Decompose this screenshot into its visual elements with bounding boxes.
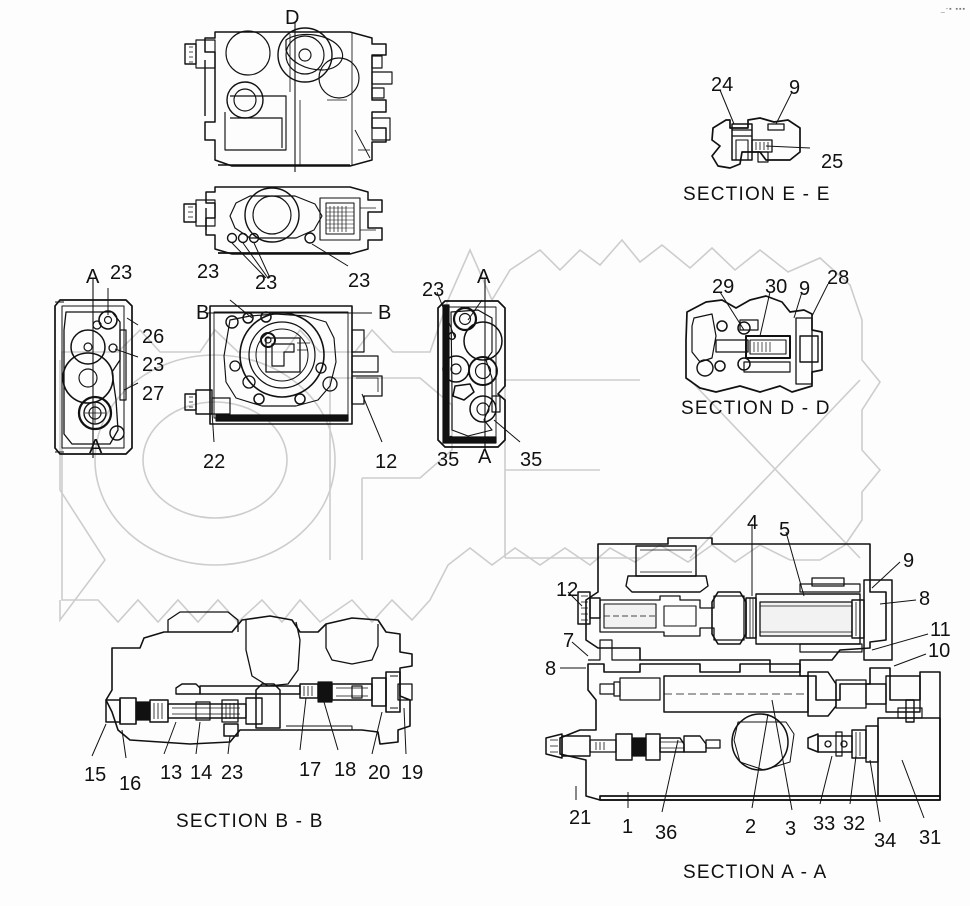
callout-23-10: 23 <box>142 354 165 376</box>
section-title-sec-ee: SECTION E - E <box>683 184 831 205</box>
callout-15-44: 15 <box>84 764 107 786</box>
callout-35-21: 35 <box>520 449 543 471</box>
section-title-sec-bb: SECTION B - B <box>176 811 324 832</box>
callout-29-22: 29 <box>712 276 735 298</box>
callout-A-12: A <box>89 436 103 458</box>
view-section-bb <box>91 611 413 759</box>
callout-10-33: 10 <box>928 640 951 662</box>
callout-A-7: A <box>86 266 100 288</box>
view-section-ee <box>711 89 811 169</box>
callout-13-46: 13 <box>160 762 183 784</box>
callout-A-20: A <box>478 446 492 468</box>
corner-mark: _-▪ ▪▪▪ <box>940 6 966 13</box>
callout-23-8: 23 <box>110 262 133 284</box>
callout-24-1: 24 <box>711 74 734 96</box>
callout-22-15: 22 <box>203 451 226 473</box>
callout-16-45: 16 <box>119 773 142 795</box>
view-left-end <box>54 278 139 458</box>
callout-12-16: 12 <box>375 451 398 473</box>
view-front-plan <box>183 186 383 279</box>
callout-27-11: 27 <box>142 383 165 405</box>
callout-23-17: 23 <box>422 279 445 301</box>
callout-9-24: 9 <box>799 278 811 300</box>
callout-23-48: 23 <box>221 762 244 784</box>
callout-36-37: 36 <box>655 822 678 844</box>
callout-18-50: 18 <box>334 759 357 781</box>
callout-25-3: 25 <box>821 151 844 173</box>
callout-12-29: 12 <box>556 579 579 601</box>
callout-35-19: 35 <box>437 449 460 471</box>
callout-8-30: 8 <box>919 588 931 610</box>
callout-1-36: 1 <box>622 816 634 838</box>
callout-34-42: 34 <box>874 830 897 852</box>
callout-33-40: 33 <box>813 813 836 835</box>
callout-11-32: 11 <box>930 619 951 641</box>
section-title-sec-dd: SECTION D - D <box>681 398 831 419</box>
callout-5-27: 5 <box>779 519 791 541</box>
view-right-end <box>436 278 521 450</box>
view-section-dd <box>685 283 829 393</box>
callout-14-47: 14 <box>190 762 213 784</box>
callout-23-6: 23 <box>348 270 371 292</box>
view-mid-end <box>184 299 383 443</box>
section-title-sec-aa: SECTION A - A <box>683 862 828 883</box>
callout-8-34: 8 <box>545 658 557 680</box>
callout-19-52: 19 <box>401 762 424 784</box>
view-section-aa <box>545 524 941 823</box>
callout-2-38: 2 <box>745 816 757 838</box>
callout-31-43: 31 <box>919 827 942 849</box>
callout-23-4: 23 <box>197 261 220 283</box>
callout-7-31: 7 <box>563 630 575 652</box>
callout-B-13: B <box>196 302 210 324</box>
callout-B-14: B <box>378 302 392 324</box>
callout-D-0: D <box>285 7 300 29</box>
callout-23-5: 23 <box>255 272 278 294</box>
callout-9-2: 9 <box>789 77 801 99</box>
callout-21-35: 21 <box>569 807 592 829</box>
callout-A-18: A <box>477 266 491 288</box>
callout-30-23: 30 <box>765 276 788 298</box>
callout-4-26: 4 <box>747 512 759 534</box>
callout-17-49: 17 <box>299 759 322 781</box>
callout-26-9: 26 <box>142 326 165 348</box>
callout-9-28: 9 <box>903 550 915 572</box>
callout-32-41: 32 <box>843 813 866 835</box>
callout-28-25: 28 <box>827 267 850 289</box>
view-top-plan <box>184 22 393 172</box>
callout-3-39: 3 <box>785 818 797 840</box>
callout-20-51: 20 <box>368 762 391 784</box>
